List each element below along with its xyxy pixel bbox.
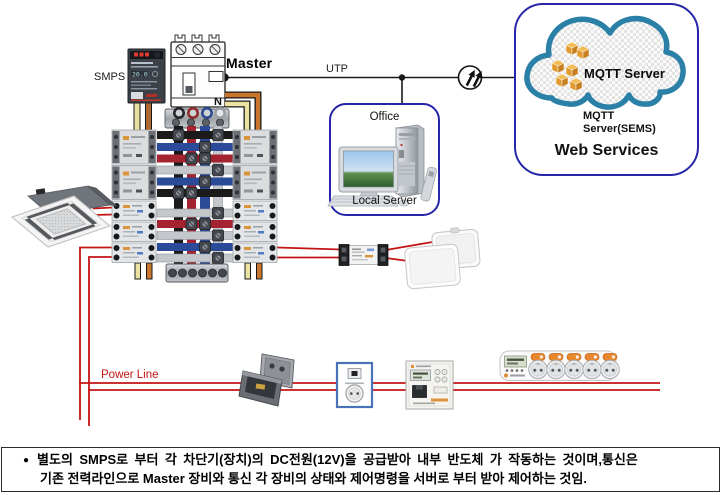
network-link-icon [457,65,483,90]
breaker-column-right [232,129,278,263]
wire-riser-2 [88,256,113,426]
mqtt-sems-line2: Server(SEMS) [583,123,656,135]
utp-label: UTP [326,63,348,75]
neutral-label: N [214,96,222,108]
mqtt-sems-label: MQTT Server(SEMS) [583,110,656,136]
web-services-label: Web Services [554,142,659,159]
wall-panel [405,360,454,410]
bullet-icon: ● [23,455,30,466]
mqtt-sems-line1: MQTT [583,110,615,122]
note-line-1: ● 별도의 SMPS로 부터 각 차단기(장치)의 DC전원(12V)을 공급받아… [23,451,713,470]
utp-line [220,73,537,105]
power-line-label: Power Line [101,369,159,381]
power-line [79,206,660,426]
mqtt-server-label: MQTT Server [584,66,665,81]
master-breaker [170,34,226,119]
air-conditioner [10,185,118,248]
neutral-wires [225,91,262,130]
office-box [327,103,440,216]
utp-port [208,71,224,82]
led-lights [404,227,481,290]
power-strip [499,350,620,381]
svg-text:20.0: 20.0 [132,70,148,78]
smps-wire-yellow [133,101,141,135]
local-server-computer [327,124,437,207]
smps-device: 20.0 [127,48,166,135]
cloud-box [514,3,699,176]
office-label: Office [369,111,400,123]
note-box: ● 별도의 SMPS로 부터 각 차단기(장치)의 DC전원(12V)을 공급받아… [1,447,720,492]
utp-junction-dot [398,74,406,81]
wall-outlet [335,361,374,409]
floor-box [238,353,295,407]
master-label: Master [226,55,273,71]
local-server-label: Local Server [352,195,417,207]
breaker-column-left [111,129,157,263]
smps-label: SMPS [94,71,126,83]
smps-wire-orange [145,101,152,135]
relay-module [338,244,389,266]
master-terminals [173,107,226,119]
wire-aircon-1 [92,206,114,210]
note-text-1: 별도의 SMPS로 부터 각 차단기(장치)의 DC전원(12V)을 공급받아 … [37,452,638,467]
wire-relay-1 [276,246,342,251]
wire-riser-1 [79,246,113,420]
distribution-panel [111,125,278,283]
note-line-2: 기존 전력라인으로 Master 장비와 통신 각 장비의 상태와 제어명령을 … [23,470,713,488]
note-text-2: 기존 전력라인으로 Master 장비와 통신 각 장비의 상태와 제어명령을 … [40,471,587,486]
